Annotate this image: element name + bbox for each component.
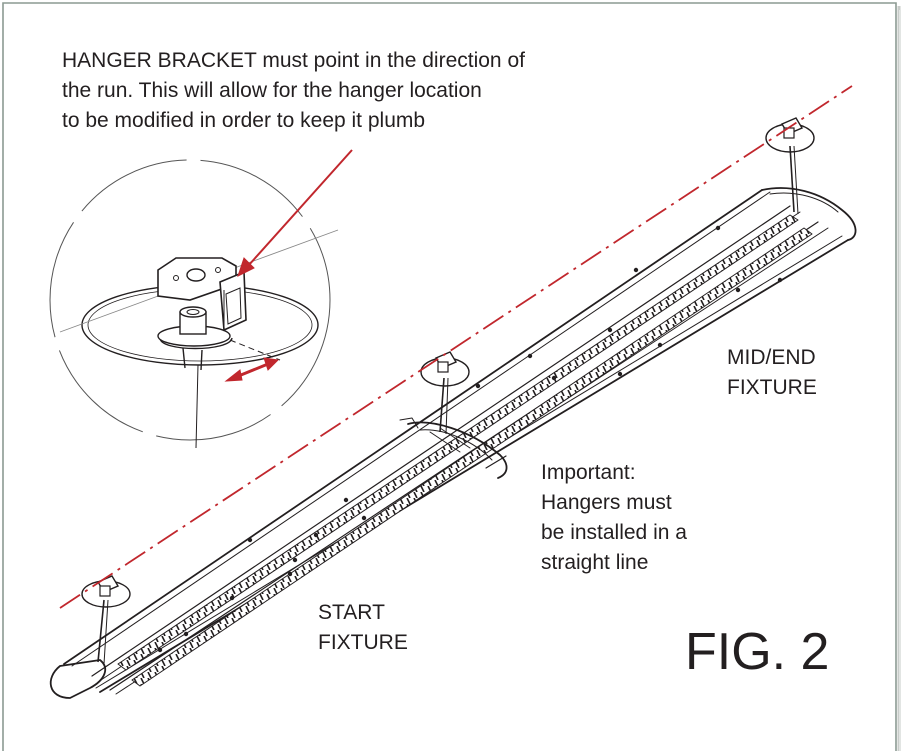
figure-label: FIG. 2 bbox=[685, 623, 830, 681]
start-label-line: START bbox=[318, 601, 385, 624]
important-note: Important: Hangers must be installed in … bbox=[541, 458, 687, 578]
mid-end-label-line: FIXTURE bbox=[727, 376, 817, 399]
bracket-note-line: to be modified in order to keep it plumb bbox=[62, 109, 426, 132]
start-fixture-label: START FIXTURE bbox=[318, 598, 408, 658]
fixture-body bbox=[49, 187, 857, 699]
hanger-center bbox=[420, 351, 470, 435]
hanger-left bbox=[81, 575, 131, 665]
important-note-line: Hangers must bbox=[541, 491, 672, 514]
mid-end-fixture-label: MID/END FIXTURE bbox=[727, 343, 817, 403]
louver-strip-upper bbox=[117, 214, 799, 671]
bracket-detail-view bbox=[49, 159, 339, 449]
bracket-note: HANGER BRACKET must point in the directi… bbox=[62, 46, 525, 136]
note-pointer-arrow bbox=[237, 149, 353, 277]
bracket-note-line: the run. This will allow for the hanger … bbox=[62, 79, 482, 102]
direction-arrow-icon bbox=[224, 357, 280, 382]
hanger-right bbox=[765, 117, 815, 215]
important-note-line: be installed in a bbox=[541, 521, 687, 544]
important-note-line: Important: bbox=[541, 461, 636, 484]
center-joiner bbox=[407, 421, 508, 479]
mid-end-label-line: MID/END bbox=[727, 346, 816, 369]
housing-bottom-edge bbox=[99, 239, 849, 693]
louver-strip-lower bbox=[131, 227, 813, 687]
run-line bbox=[59, 85, 853, 609]
mid-end-cap bbox=[761, 187, 857, 241]
inner-rail-1 bbox=[91, 205, 791, 677]
start-end-cap bbox=[49, 659, 107, 699]
bracket-note-line: HANGER BRACKET must point in the directi… bbox=[62, 49, 525, 72]
important-note-line: straight line bbox=[541, 551, 649, 574]
start-label-line: FIXTURE bbox=[318, 631, 408, 654]
screw-dots bbox=[157, 225, 783, 653]
housing-top-edge bbox=[63, 189, 763, 665]
